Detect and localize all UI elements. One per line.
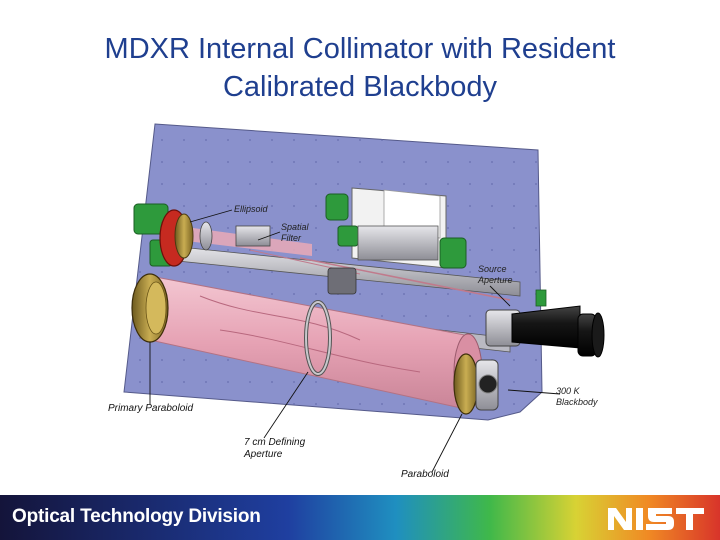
label-ellipsoid: Ellipsoid — [234, 204, 268, 214]
footer: Optical Technology Division — [0, 495, 720, 540]
blackbody — [485, 289, 605, 358]
label-primary-paraboloid: Primary Paraboloid — [108, 403, 194, 414]
defining-aperture — [304, 300, 332, 376]
label-spatial-filter-2: Filter — [281, 233, 301, 243]
slide-title: MDXR Internal Collimator with Resident C… — [0, 30, 720, 106]
slide-title-line1: MDXR Internal Collimator with Resident — [104, 33, 616, 65]
spatial-filter — [235, 225, 357, 295]
label-blackbody-2: Blackbody — [556, 397, 598, 407]
slide-title-line2: Calibrated Blackbody — [222, 71, 498, 103]
beam-line — [299, 257, 511, 301]
label-blackbody-1: 300 K — [556, 386, 580, 396]
leader-lines — [149, 209, 561, 473]
label-source-aperture-1: Source — [478, 264, 507, 274]
label-source-aperture-2: Aperture — [478, 275, 513, 285]
source-assembly — [325, 187, 467, 269]
secondary-paraboloid — [453, 353, 499, 415]
ellipsoid-mirror — [133, 203, 213, 267]
label-paraboloid: Paraboloid — [401, 469, 449, 480]
division-name: Optical Technology Division — [12, 506, 261, 527]
footer-bar — [0, 495, 720, 540]
nist-logo-icon — [608, 508, 704, 530]
primary-paraboloid — [131, 273, 169, 343]
label-defining-aperture-1: 7 cm Defining — [244, 437, 306, 448]
label-defining-aperture-2: Aperture — [244, 449, 283, 460]
label-spatial-filter-1: Spatial — [281, 222, 309, 232]
